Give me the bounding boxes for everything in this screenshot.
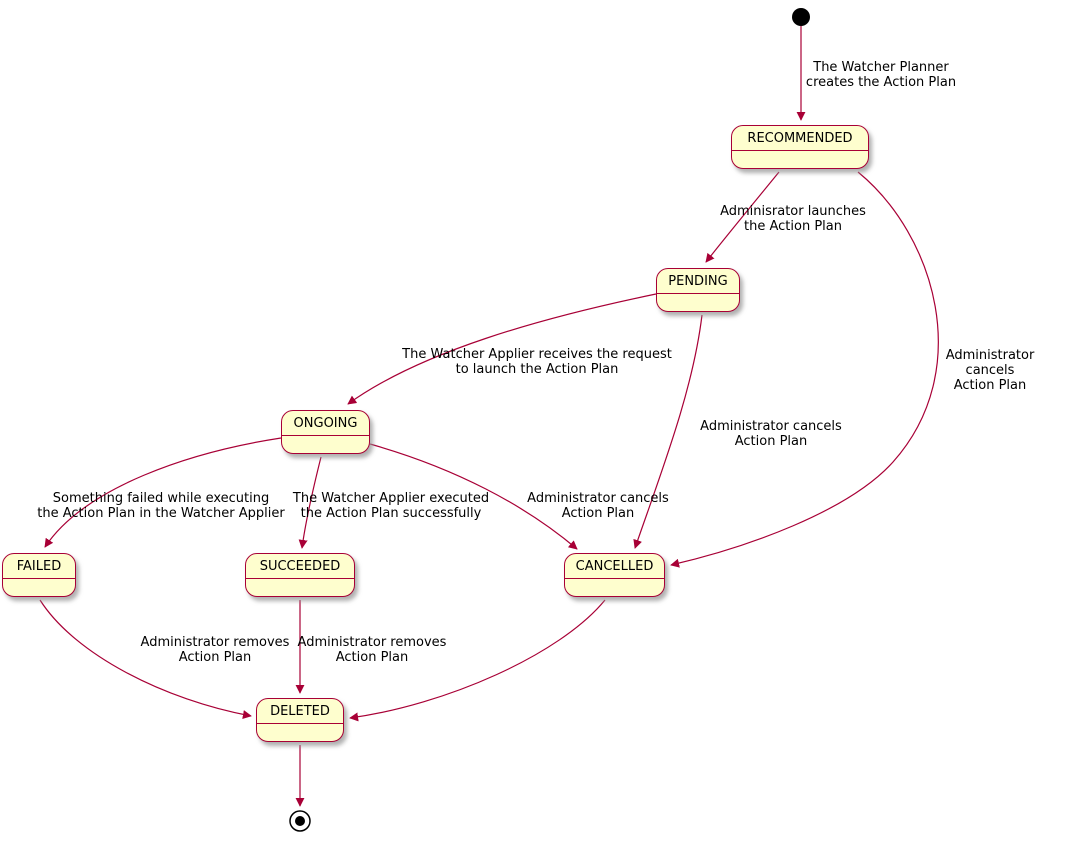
transition-label-cancel-pending: Administrator cancels Action Plan bbox=[700, 419, 842, 449]
state-cancelled-label: CANCELLED bbox=[565, 554, 664, 579]
state-recommended-body bbox=[732, 151, 868, 168]
state-recommended-label: RECOMMENDED bbox=[732, 126, 868, 151]
state-pending-body bbox=[657, 294, 739, 311]
transition-arrow-launch bbox=[705, 171, 780, 263]
state-deleted-label: DELETED bbox=[257, 699, 343, 724]
state-ongoing-body bbox=[282, 436, 369, 453]
transition-label-remove-failed: Administrator removes Action Plan bbox=[140, 635, 290, 665]
state-deleted-body bbox=[257, 724, 343, 741]
state-failed: FAILED bbox=[2, 553, 76, 597]
state-recommended: RECOMMENDED bbox=[731, 125, 869, 169]
state-pending-label: PENDING bbox=[657, 269, 739, 294]
state-succeeded-label: SUCCEEDED bbox=[246, 554, 354, 579]
state-cancelled-body bbox=[565, 579, 664, 596]
transition-arrow-cancelled-deleted bbox=[349, 599, 606, 722]
state-succeeded-body bbox=[246, 579, 354, 596]
state-ongoing: ONGOING bbox=[281, 410, 370, 454]
transition-label-receive: The Watcher Applier receives the request… bbox=[402, 347, 672, 377]
transition-arrow-remove-failed bbox=[39, 599, 252, 719]
transition-label-success-exec: The Watcher Applier executed the Action … bbox=[292, 491, 490, 521]
state-ongoing-label: ONGOING bbox=[282, 411, 369, 436]
transition-arrow-cancel-pending bbox=[633, 314, 703, 549]
initial-state-node bbox=[792, 8, 810, 26]
transition-label-remove-succeeded: Administrator removes Action Plan bbox=[297, 635, 447, 665]
transition-label-launch: Adminisrator launches the Action Plan bbox=[720, 204, 866, 234]
transition-arrow-failed-exec bbox=[44, 437, 282, 548]
transition-arrow-receive bbox=[347, 293, 657, 405]
transition-label-create: The Watcher Planner creates the Action P… bbox=[805, 60, 957, 90]
transition-label-cancel-ongoing: Administrator cancels Action Plan bbox=[527, 491, 669, 521]
state-cancelled: CANCELLED bbox=[564, 553, 665, 597]
state-deleted: DELETED bbox=[256, 698, 344, 742]
state-pending: PENDING bbox=[656, 268, 740, 312]
transition-arrow-cancel-recommended bbox=[670, 171, 939, 568]
transition-label-cancel-recommended: Administrator cancels Action Plan bbox=[945, 348, 1035, 393]
state-failed-label: FAILED bbox=[3, 554, 75, 579]
transition-arrow-success-exec bbox=[298, 456, 322, 549]
state-succeeded: SUCCEEDED bbox=[245, 553, 355, 597]
transition-label-failed-exec: Something failed while executing the Act… bbox=[37, 491, 285, 521]
final-state-node-inner bbox=[295, 816, 305, 826]
transition-arrow-cancel-ongoing bbox=[369, 443, 578, 550]
state-failed-body bbox=[3, 579, 75, 596]
